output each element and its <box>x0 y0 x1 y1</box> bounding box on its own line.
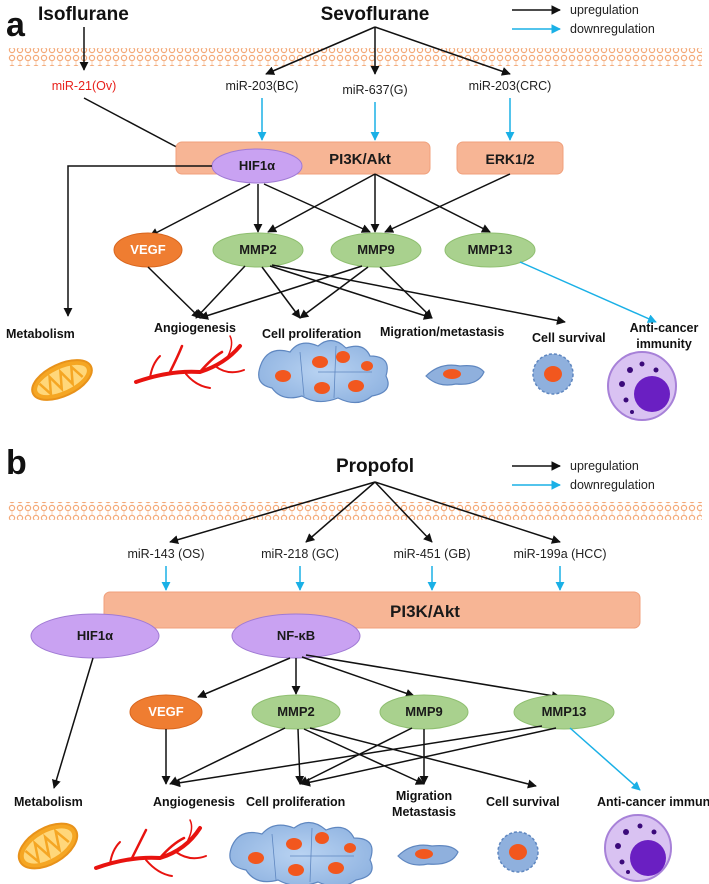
mmp9-label: MMP9 <box>357 242 395 257</box>
mir-203-crc: miR-203(CRC) <box>469 79 552 93</box>
mmp13-node <box>444 232 536 268</box>
immune-cell-icon <box>607 351 677 421</box>
blood-vessel-icon <box>134 335 245 389</box>
metabolism-label: Metabolism <box>6 327 75 341</box>
migration-label-b: Migration <box>396 789 452 803</box>
cell-survival-label-b: Cell survival <box>486 795 560 809</box>
cell-membrane <box>8 48 702 66</box>
panel-b: b Propofol upregulation downregulation m… <box>6 444 709 884</box>
mmp9-node <box>330 232 422 268</box>
surviving-cell-icon-b <box>497 831 539 873</box>
sevoflurane-label: Sevoflurane <box>321 4 430 25</box>
legend-up-label: upregulation <box>570 3 639 17</box>
angiogenesis-label-b: Angiogenesis <box>153 795 235 809</box>
metabolism-label-b: Metabolism <box>14 795 83 809</box>
mir-199a-hcc: miR-199a (HCC) <box>513 547 606 561</box>
mmp13-node-b <box>513 694 615 730</box>
pi3k-akt-box-b <box>103 591 641 629</box>
proliferating-cells-icon-b <box>229 821 373 884</box>
mmp13-label-b: MMP13 <box>542 704 587 719</box>
migration-metastasis-label: Migration/metastasis <box>380 325 504 339</box>
cell-proliferation-label-b: Cell proliferation <box>246 795 345 809</box>
mmp2-label-b: MMP2 <box>277 704 315 719</box>
legend-down-label: downregulation <box>570 22 655 36</box>
panel-a: a Isoflurane Sevoflurane upregulation do… <box>6 3 702 421</box>
isoflurane-label: Isoflurane <box>38 4 129 25</box>
propofol-label: Propofol <box>336 456 414 477</box>
metastasis-label-b: Metastasis <box>392 805 456 819</box>
mir-218-gc: miR-218 (GC) <box>261 547 339 561</box>
legend-down-label-b: downregulation <box>570 478 655 492</box>
mmp2-node-b <box>251 694 341 730</box>
nfkb-label: NF-κB <box>277 628 315 643</box>
hif1a-node-b <box>30 613 160 659</box>
cell-proliferation-label: Cell proliferation <box>262 327 361 341</box>
legend-a: upregulation downregulation <box>512 3 655 36</box>
mir-451-gb: miR-451 (GB) <box>393 547 470 561</box>
pi3k-akt-label-b: PI3K/Akt <box>390 602 460 621</box>
mitochondrion-icon-b <box>17 822 79 870</box>
migrating-cell-icon-b <box>397 844 459 866</box>
mmp2-label: MMP2 <box>239 242 277 257</box>
mir-203-bc: miR-203(BC) <box>226 79 299 93</box>
immune-cell-icon-b <box>604 814 672 882</box>
anti-cancer-label: Anti-cancer <box>630 321 699 335</box>
mir-637-g: miR-637(G) <box>342 83 407 97</box>
mmp9-label-b: MMP9 <box>405 704 443 719</box>
erk-label: ERK1/2 <box>485 151 534 167</box>
panel-b-label: b <box>6 444 27 482</box>
mmp13-label: MMP13 <box>468 242 513 257</box>
immunity-label: immunity <box>636 337 692 351</box>
blood-vessel-icon-b <box>94 819 207 877</box>
mir-21-ov: miR-21(Ov) <box>52 79 117 93</box>
legend-up-label-b: upregulation <box>570 459 639 473</box>
cell-membrane-b <box>8 502 702 520</box>
proliferating-cells-icon <box>258 339 389 404</box>
vegf-label-b: VEGF <box>148 704 183 719</box>
panel-a-label: a <box>6 6 26 44</box>
hif1a-label-b: HIF1α <box>77 628 113 643</box>
mir-143-os: miR-143 (OS) <box>127 547 204 561</box>
vegf-label: VEGF <box>130 242 165 257</box>
angiogenesis-label: Angiogenesis <box>154 321 236 335</box>
migrating-cell-icon <box>425 364 485 386</box>
pi3k-akt-label: PI3K/Akt <box>329 151 391 168</box>
legend-b: upregulation downregulation <box>512 459 655 492</box>
anti-cancer-immunity-label-b: Anti-cancer immunity <box>597 795 709 809</box>
cell-survival-label: Cell survival <box>532 331 606 345</box>
mitochondrion-icon <box>31 359 93 401</box>
hif1a-label: HIF1α <box>239 158 275 173</box>
surviving-cell-icon <box>532 353 574 395</box>
mmp2-node <box>212 232 304 268</box>
